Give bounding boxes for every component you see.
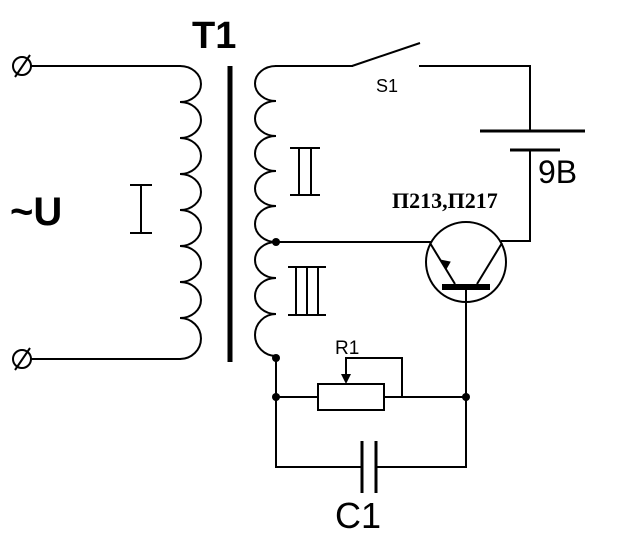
input-terminal-bottom <box>12 347 32 371</box>
wire-switch-to-battery <box>419 65 531 132</box>
primary-winding <box>179 65 202 360</box>
junction-resistor-left <box>272 393 280 401</box>
label-transformer: T1 <box>192 15 236 57</box>
label-capacitor: C1 <box>335 495 381 536</box>
feedback-winding-iii <box>254 241 277 357</box>
resistor-wiper <box>345 357 403 398</box>
label-resistor: R1 <box>335 338 359 359</box>
winding-numeral-i <box>130 184 152 234</box>
junction-resistor-right <box>462 393 470 401</box>
label-switch: S1 <box>376 76 398 96</box>
winding-numeral-iii <box>288 266 326 316</box>
text-winding-1: I <box>134 235 135 237</box>
input-terminal-top <box>12 54 32 78</box>
winding-numeral-ii <box>290 147 320 196</box>
label-transistor: П213,П217 <box>392 188 498 213</box>
switch-s1-blade <box>351 42 421 67</box>
resistor-r1 <box>317 383 385 411</box>
junction-tap <box>272 238 280 246</box>
junction-bottom <box>272 354 280 362</box>
text-winding-3: III <box>292 317 294 319</box>
text-winding-2: II <box>294 197 295 199</box>
label-input-voltage: ~U <box>10 190 62 234</box>
wire-battery-to-collector <box>501 149 531 242</box>
secondary-winding-ii <box>254 65 277 243</box>
wiper-arrow <box>341 374 351 384</box>
label-battery: 9В <box>538 154 577 190</box>
